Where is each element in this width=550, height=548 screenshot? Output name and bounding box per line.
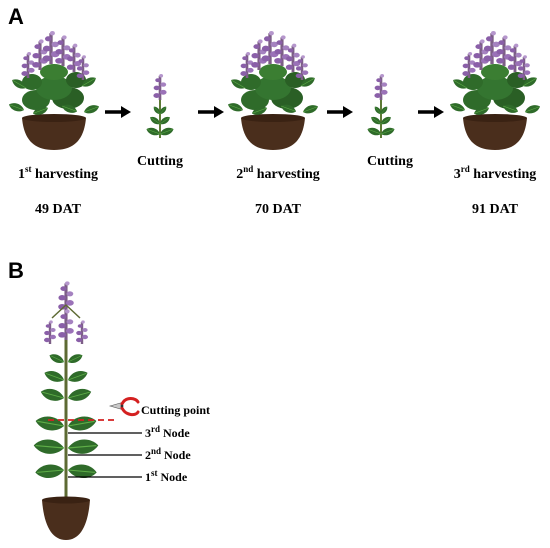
panel-b-letter: B	[8, 258, 24, 283]
panel-a-letter: A	[8, 4, 24, 29]
cutting-2	[366, 74, 395, 138]
arrow-3	[325, 104, 355, 120]
node-3-label: 3rd Node	[145, 424, 190, 440]
cutting-1	[145, 74, 174, 138]
node-1-label: 1st Node	[145, 468, 188, 484]
scissors-icon	[108, 397, 140, 417]
tall-plant	[32, 281, 100, 540]
node-2-label: 2nd Node	[145, 446, 191, 462]
arrow-4	[416, 104, 446, 120]
cutting-label-1: Cutting	[137, 154, 183, 169]
cutting-point-label: Cutting point	[141, 403, 210, 417]
dat-label-3: 91 DAT	[472, 202, 519, 217]
plant-stage-3	[449, 31, 542, 150]
cutting-label-2: Cutting	[367, 154, 413, 169]
harvest-label-2: 2nd harvesting	[236, 164, 320, 182]
dat-label-2: 70 DAT	[255, 202, 302, 217]
plant-stage-1	[8, 31, 101, 150]
arrow-1	[103, 104, 133, 120]
arrow-2	[196, 104, 226, 120]
dat-label-1: 49 DAT	[35, 202, 82, 217]
harvest-label-1: 1st harvesting	[18, 164, 98, 182]
harvest-label-3: 3rd harvesting	[454, 164, 537, 182]
plant-stage-2	[227, 31, 320, 150]
